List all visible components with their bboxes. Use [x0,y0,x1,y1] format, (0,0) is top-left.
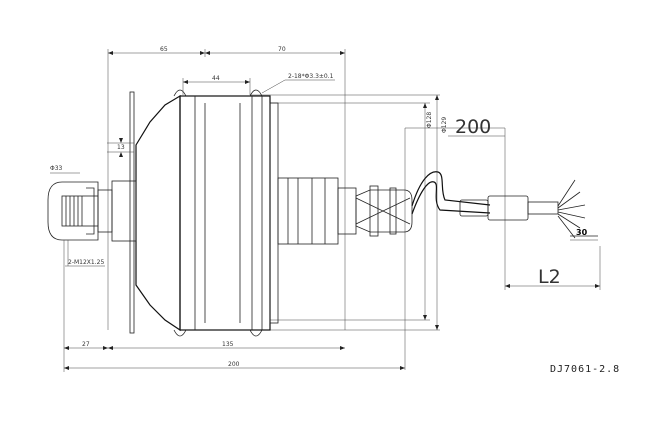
dim-cable-end: L2 [538,266,561,288]
hub-shell [135,89,279,337]
dim-axle-left: 27 [82,341,90,348]
dim-overall: 200 [228,361,240,368]
drawing-code: DJ7061-2.8 [550,364,620,375]
dim-left-width: 65 [160,46,168,53]
dim-connector: 30 [576,228,588,237]
right-dimension-lines [250,94,601,370]
dim-outer-dia: Φ129 [441,117,448,133]
dim-right-width: 70 [278,46,286,53]
dim-thread: 2-M12X1.25 [68,259,104,266]
dim-flange-dia: Φ128 [426,112,433,128]
right-axle [277,177,413,245]
left-axle [47,172,137,267]
dim-shaft-dia: Φ33 [50,165,63,172]
brake-plate [107,91,135,334]
dim-cable-length: 200 [455,116,491,138]
dim-shell-width: 44 [212,75,220,82]
dim-body-len: 135 [222,341,234,348]
cable-connector [411,171,598,241]
dim-holes: 2-18*Φ3.3±0.1 [288,73,334,80]
bottom-dimension-lines [63,240,405,372]
dim-step: 13 [117,144,125,151]
top-dimension-lines [107,49,346,330]
